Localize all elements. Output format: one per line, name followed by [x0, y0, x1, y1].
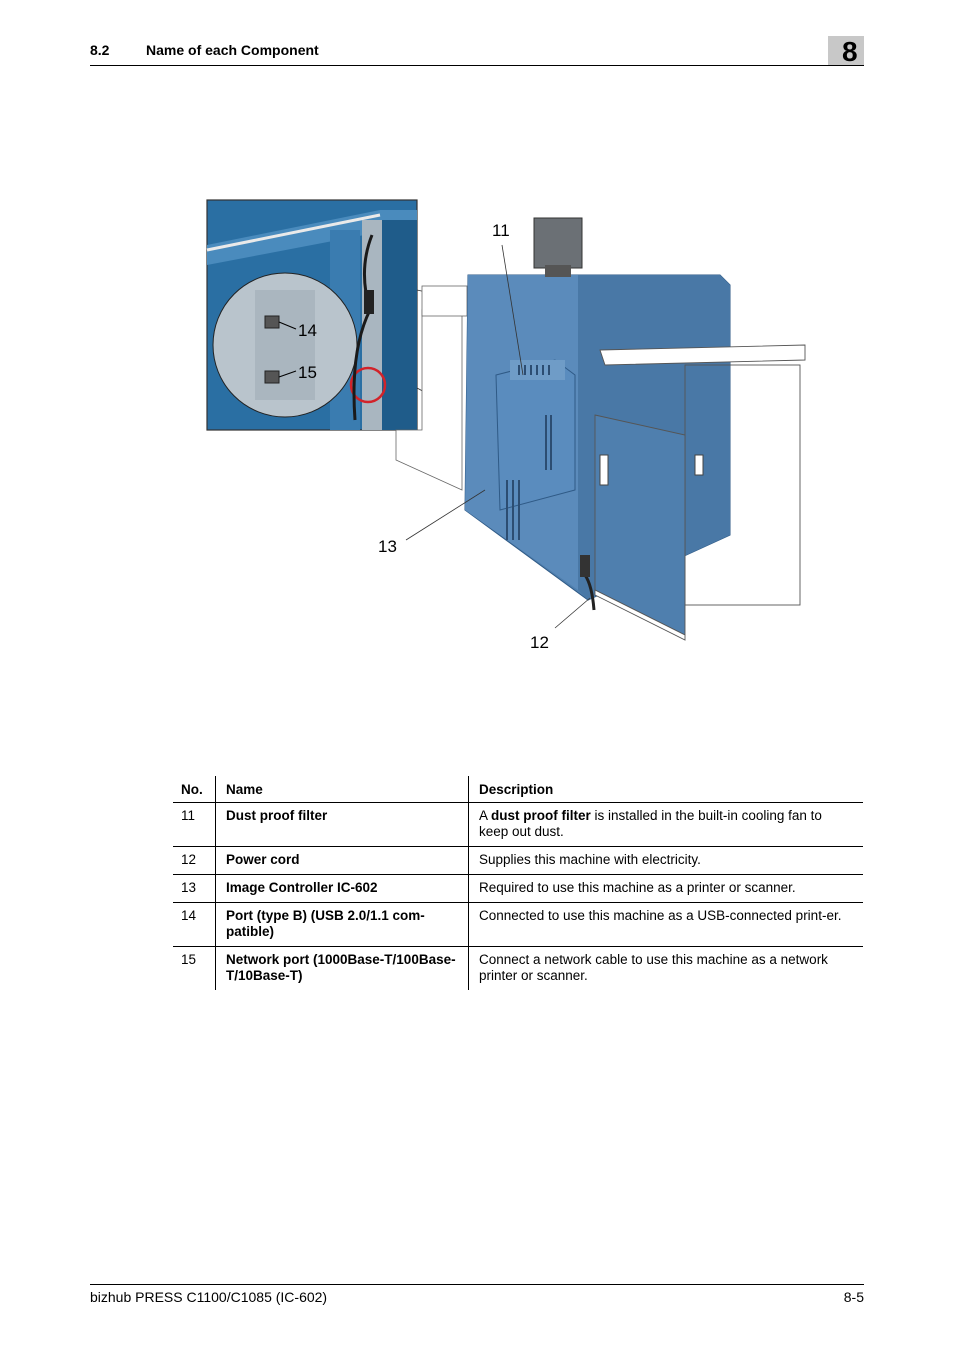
row-name: Power cord — [215, 846, 469, 875]
column-header-description: Description — [468, 776, 863, 803]
component-table: No. Name Description 11 Dust proof filte… — [173, 776, 863, 990]
port-detail-inset: 14 15 — [206, 199, 418, 431]
chapter-number: 8 — [842, 36, 858, 67]
table-row: 15 Network port (1000Base-T/100Base-T/10… — [173, 946, 863, 990]
callout-15: 15 — [298, 363, 317, 382]
footer-product: bizhub PRESS C1100/C1085 (IC-602) — [90, 1289, 328, 1305]
row-number: 12 — [173, 846, 216, 875]
row-number: 13 — [173, 874, 216, 903]
row-name: Dust proof filter — [215, 802, 469, 847]
callout-12: 12 — [530, 633, 549, 652]
row-description: Connect a network cable to use this mach… — [468, 946, 863, 990]
section-number: 8.2 — [90, 42, 110, 58]
header-rule — [90, 65, 864, 66]
chapter-badge — [828, 36, 864, 65]
description-text: is installed in the built-in cooling fan… — [479, 808, 822, 839]
table-row: 12 Power cord Supplies this machine with… — [173, 846, 863, 875]
table-header-row: No. Name Description — [173, 776, 863, 803]
row-description: Required to use this machine as a printe… — [468, 874, 863, 903]
callout-13: 13 — [378, 537, 397, 556]
machine-body — [395, 217, 806, 641]
row-description: A dust proof filter is installed in the … — [468, 802, 863, 847]
row-name: Image Controller IC-602 — [215, 874, 469, 903]
description-text: A — [479, 808, 492, 823]
footer-rule — [90, 1284, 864, 1285]
table-row: 14 Port (type B) (USB 2.0/1.1 com-patibl… — [173, 902, 863, 947]
row-name: Port (type B) (USB 2.0/1.1 com-patible) — [215, 902, 469, 947]
row-number: 15 — [181, 952, 197, 967]
row-name: Network port (1000Base-T/100Base-T/10Bas… — [215, 946, 469, 990]
row-number: 14 — [173, 902, 216, 947]
row-description: Supplies this machine with electricity. — [468, 846, 863, 875]
column-header-name: Name — [215, 776, 469, 803]
footer-page-number: 8-5 — [843, 1289, 864, 1305]
row-number: 11 — [173, 802, 216, 847]
section-title: Name of each Component — [146, 42, 319, 58]
table-row: 13 Image Controller IC-602 Required to u… — [173, 874, 863, 903]
machine-rear-illustration: 14 15 — [206, 199, 806, 652]
callout-14: 14 — [298, 321, 317, 340]
description-bold-term: dust proof filter — [491, 808, 591, 823]
row-description: Connected to use this machine as a USB-c… — [468, 902, 863, 947]
table-row: 11 Dust proof filter A dust proof filter… — [173, 802, 863, 847]
callout-11: 11 — [492, 221, 510, 240]
column-header-no: No. — [173, 776, 216, 803]
